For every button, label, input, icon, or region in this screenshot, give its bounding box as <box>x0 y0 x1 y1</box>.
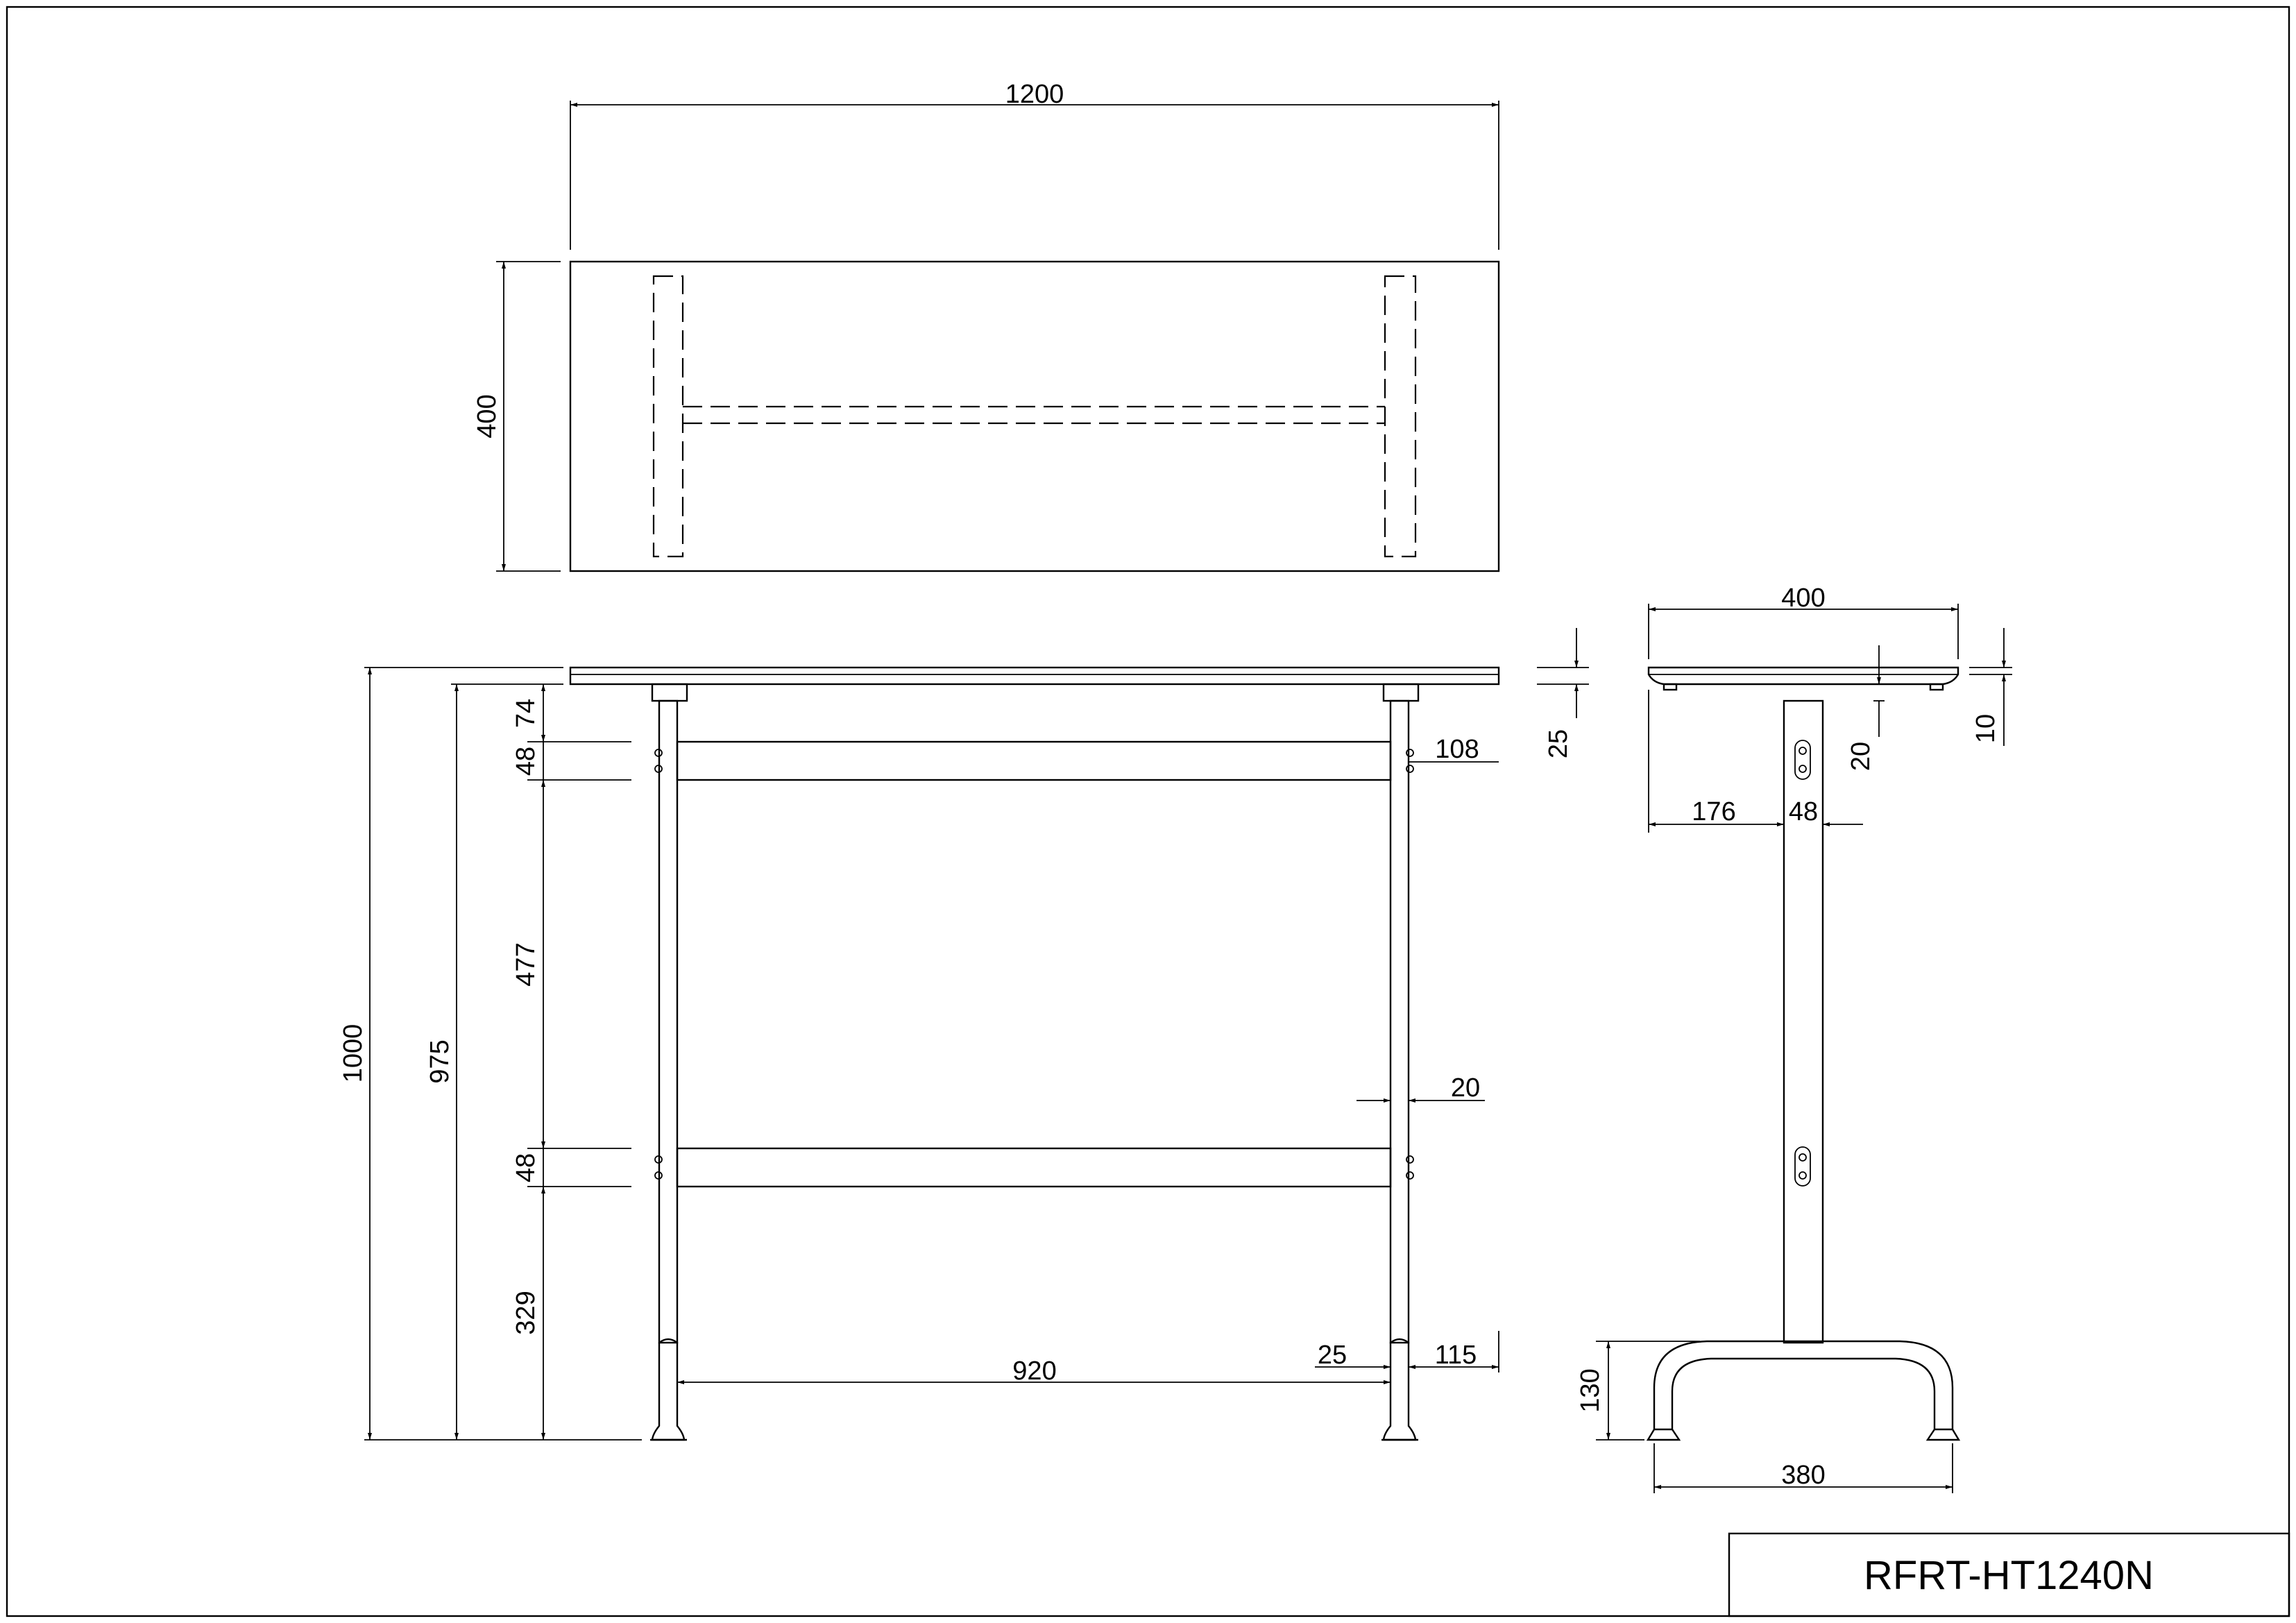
dim-top-width: 1200 <box>1005 80 1064 109</box>
dim-side-176: 176 <box>1692 797 1735 826</box>
model-number: RFRT-HT1240N <box>1864 1553 2154 1598</box>
dim-height-under-top: 975 <box>425 1039 454 1083</box>
dim-477: 477 <box>511 942 541 986</box>
side-column <box>1783 699 1824 1344</box>
upper-crossbar <box>676 740 1392 781</box>
dim-top-depth: 400 <box>473 394 502 438</box>
leg-base-right-hidden <box>1384 275 1417 558</box>
top-view: 1200 400 <box>473 80 1500 572</box>
dim-74: 74 <box>511 699 541 728</box>
dim-side-380: 380 <box>1781 1461 1825 1490</box>
title-block: RFRT-HT1240N <box>1728 1532 2290 1617</box>
dim-side-width: 400 <box>1781 584 1825 613</box>
leg-base-left-hidden <box>652 275 684 558</box>
dim-48-upper: 48 <box>511 747 541 776</box>
front-leg-right <box>1389 699 1410 1344</box>
dim-side-130: 130 <box>1576 1368 1605 1412</box>
front-leg-left <box>658 699 679 1344</box>
dim-108: 108 <box>1435 735 1479 764</box>
dim-920: 920 <box>1012 1357 1056 1386</box>
lower-crossbar <box>676 1147 1392 1188</box>
dim-total-height: 1000 <box>339 1024 368 1083</box>
sheet-border <box>6 6 2290 1617</box>
dim-115: 115 <box>1435 1341 1477 1370</box>
dim-25-foot: 25 <box>1318 1341 1347 1370</box>
dim-top-thickness: 25 <box>1544 729 1573 758</box>
dim-side-20: 20 <box>1846 742 1876 771</box>
front-view: 1000 975 74 48 477 48 329 108 20 920 25 <box>339 628 1589 1441</box>
dim-side-10: 10 <box>1971 714 2000 743</box>
dim-20-tube: 20 <box>1451 1073 1480 1103</box>
front-tabletop <box>569 666 1500 686</box>
dim-side-48: 48 <box>1789 797 1818 826</box>
side-view: 400 20 10 176 48 130 380 <box>1576 584 2012 1493</box>
side-u-base <box>1653 1340 1954 1429</box>
dim-329: 329 <box>511 1291 541 1334</box>
tabletop-outline <box>569 260 1500 572</box>
dim-48-lower: 48 <box>511 1153 541 1182</box>
